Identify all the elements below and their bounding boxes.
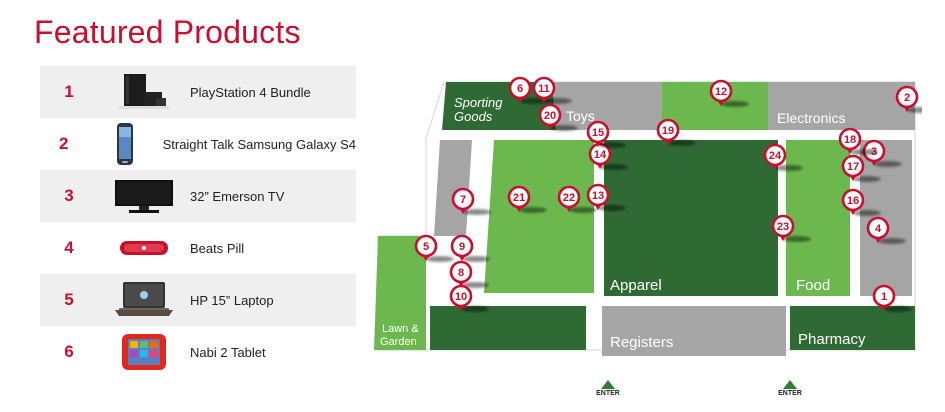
product-name: HP 15” Laptop [190, 292, 274, 308]
label-electronics: Electronics [777, 110, 845, 126]
product-number: 5 [64, 290, 74, 309]
entrance-right[interactable]: ENTER [770, 380, 810, 397]
map-marker-label: 18 [844, 134, 856, 146]
product-name: PlayStation 4 Bundle [190, 84, 311, 100]
map-marker-label: 19 [662, 125, 674, 137]
map-marker-label: 21 [513, 192, 525, 204]
map-marker-2[interactable]: 2 [895, 85, 935, 113]
map-marker-label: 5 [423, 241, 429, 253]
label-pharmacy: Pharmacy [798, 331, 866, 348]
label-registers: Registers [610, 334, 673, 351]
map-marker-label: 23 [777, 221, 789, 233]
dept-lawn-garden[interactable] [374, 236, 426, 350]
map-marker-label: 4 [875, 223, 882, 235]
dept-left-gray[interactable] [434, 140, 472, 236]
product-name: 32” Emerson TV [190, 188, 285, 204]
map-marker-label: 6 [517, 83, 523, 95]
label-sporting-goods-1: Sporting [454, 95, 503, 110]
map-marker-5[interactable]: 5 [414, 234, 454, 262]
map-marker-4[interactable]: 4 [866, 216, 906, 244]
map-marker-1[interactable]: 1 [872, 284, 912, 312]
map-marker-label: 15 [592, 127, 604, 139]
map-marker-label: 17 [847, 161, 859, 173]
speaker-icon [98, 225, 190, 271]
map-marker-7[interactable]: 7 [451, 187, 491, 215]
dept-pharmacy[interactable] [790, 306, 915, 350]
map-marker-label: 8 [458, 267, 464, 279]
product-number: 4 [64, 238, 74, 257]
map-marker-label: 24 [769, 150, 782, 162]
map-marker-23[interactable]: 23 [771, 214, 811, 242]
product-name: Beats Pill [190, 240, 245, 256]
map-marker-label: 10 [455, 291, 467, 303]
product-row[interactable]: 4 Beats Pill [40, 222, 356, 274]
product-number: 2 [58, 134, 69, 153]
product-row[interactable]: 2 Straight Talk Samsung Galaxy S4 [40, 118, 356, 170]
product-number: 3 [64, 186, 74, 205]
console-icon [98, 69, 190, 115]
dept-bottom-left[interactable] [430, 306, 586, 350]
product-name: Straight Talk Samsung Galaxy S4 [162, 136, 356, 152]
featured-products-list: 1 PlayStation 4 Bundle 2 Straight Talk S… [40, 66, 356, 378]
map-marker-18[interactable]: 18 [838, 127, 878, 155]
phone-icon [87, 121, 162, 167]
map-marker-15[interactable]: 15 [586, 120, 626, 148]
label-food: Food [796, 277, 830, 294]
map-marker-9[interactable]: 9 [450, 234, 490, 262]
map-marker-label: 9 [459, 241, 465, 253]
page-title: Featured Products [34, 14, 301, 50]
map-marker-label: 14 [594, 149, 607, 161]
label-sporting-goods-2: Goods [454, 109, 493, 124]
label-lawn-2: Garden [380, 336, 417, 348]
entrance-arrow-icon [601, 380, 615, 389]
product-row[interactable]: 1 PlayStation 4 Bundle [40, 66, 356, 118]
map-marker-24[interactable]: 24 [763, 143, 803, 171]
laptop-icon [98, 277, 190, 323]
label-apparel: Apparel [610, 277, 662, 294]
product-name: Nabi 2 Tablet [190, 344, 266, 360]
entrance-label: ENTER [596, 390, 620, 397]
dept-toys[interactable] [552, 82, 664, 130]
map-marker-11[interactable]: 11 [532, 76, 572, 104]
map-marker-label: 16 [847, 195, 859, 207]
dept-mid-light-left[interactable] [484, 140, 594, 293]
store-map: Sporting Goods Toys Electronics Apparel … [362, 60, 935, 365]
tv-icon [98, 173, 190, 219]
product-row[interactable]: 5 HP 15” Laptop [40, 274, 356, 326]
map-marker-8[interactable]: 8 [449, 260, 489, 288]
map-marker-17[interactable]: 17 [841, 154, 881, 182]
product-row[interactable]: 3 32” Emerson TV [40, 170, 356, 222]
map-marker-12[interactable]: 12 [709, 79, 749, 107]
map-marker-label: 11 [538, 83, 550, 95]
map-marker-label: 1 [881, 291, 887, 303]
map-marker-label: 2 [904, 92, 910, 104]
dept-food[interactable] [786, 140, 850, 296]
dept-registers[interactable] [602, 306, 786, 356]
product-number: 1 [64, 82, 74, 101]
entrance-label: ENTER [778, 390, 802, 397]
entrance-left[interactable]: ENTER [588, 380, 628, 397]
map-marker-13[interactable]: 13 [586, 183, 626, 211]
tablet-icon [98, 329, 190, 375]
map-marker-19[interactable]: 19 [656, 118, 696, 146]
map-marker-21[interactable]: 21 [507, 185, 547, 213]
label-lawn-1: Lawn & [382, 323, 419, 335]
product-number: 6 [64, 342, 74, 361]
map-marker-label: 20 [544, 110, 556, 122]
dept-electronics[interactable] [768, 82, 915, 130]
product-row[interactable]: 6 Nabi 2 Tablet [40, 326, 356, 378]
map-marker-16[interactable]: 16 [841, 188, 881, 216]
map-marker-20[interactable]: 20 [538, 103, 578, 131]
map-marker-label: 12 [715, 86, 727, 98]
map-marker-22[interactable]: 22 [557, 185, 597, 213]
map-marker-6[interactable]: 6 [508, 76, 548, 104]
map-marker-label: 13 [592, 190, 604, 202]
entrance-arrow-icon [783, 380, 797, 389]
map-marker-10[interactable]: 10 [449, 284, 489, 312]
map-marker-label: 22 [563, 192, 575, 204]
dept-apparel[interactable] [604, 140, 778, 296]
map-marker-label: 7 [460, 194, 466, 206]
label-toys: Toys [566, 108, 595, 124]
